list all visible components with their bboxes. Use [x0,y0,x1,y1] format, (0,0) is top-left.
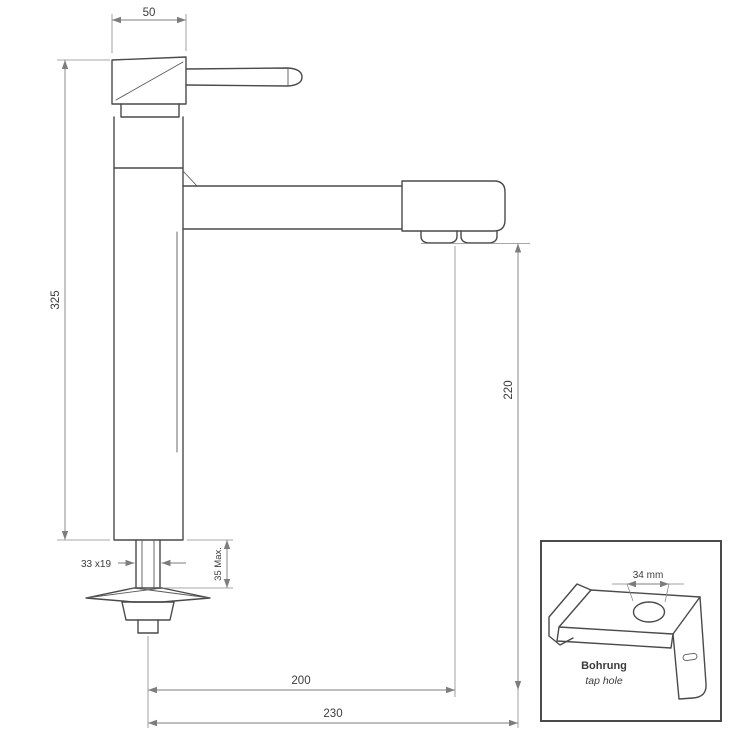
faucet-lever [185,67,303,87]
faucet-outlet-left [420,230,458,244]
dimension-reach-200: 200 [147,246,456,728]
faucet-spout-arm [182,185,403,230]
inset-caption-bohrung: Bohrung [581,660,627,672]
dim-label-top-width: 50 [143,7,156,19]
dimension-reach-230: 230 [148,690,519,728]
faucet-flange-diagonal-2 [133,587,211,599]
bracket-left-fold [548,583,592,646]
bracket-slot [682,652,698,662]
dim-label-deck-max: 35 Max. [213,547,224,581]
bracket-hole [632,601,666,623]
dimension-base-size: 33 x19 [81,559,186,570]
mounting-bracket-sketch [548,583,707,700]
dim-label-base-size: 33 x19 [81,559,111,570]
dim-label-reach-200: 200 [291,675,310,687]
faucet-nut [121,601,175,621]
inset-border [540,540,722,722]
ext-line [664,583,670,603]
faucet-handle-block [111,56,187,105]
faucet-collar [120,103,180,118]
dim-label-hole: 34 mm [633,570,664,581]
inset-tap-hole: 34 mm Bohrung tap hole [540,540,722,722]
faucet-stub [137,619,159,634]
bracket-top-face [558,589,701,635]
inset-caption-tap-hole: tap hole [585,675,623,687]
bracket-front-lip [556,626,674,649]
faucet-outlet-right [460,230,498,244]
bracket-right-face [672,596,707,700]
dimension-spout-height: 220 [421,243,530,690]
dimension-deck-max: 35 Max. [163,539,233,589]
faucet-drawing [85,56,506,634]
dim-label-reach-230: 230 [323,708,342,720]
faucet-body [113,116,184,541]
faucet-spout-head [401,180,506,232]
dimension-top-width: 50 [111,7,187,53]
dim-label-spout-height: 220 [503,380,515,399]
dimension-total-height: 325 [50,59,110,541]
faucet-stem [135,539,161,589]
dimension-hole-34mm: 34 mm [612,570,684,603]
faucet-handle-detail-line [115,61,184,101]
dim-label-total-height: 325 [50,290,62,309]
faucet-arm-chamfer [182,170,198,187]
